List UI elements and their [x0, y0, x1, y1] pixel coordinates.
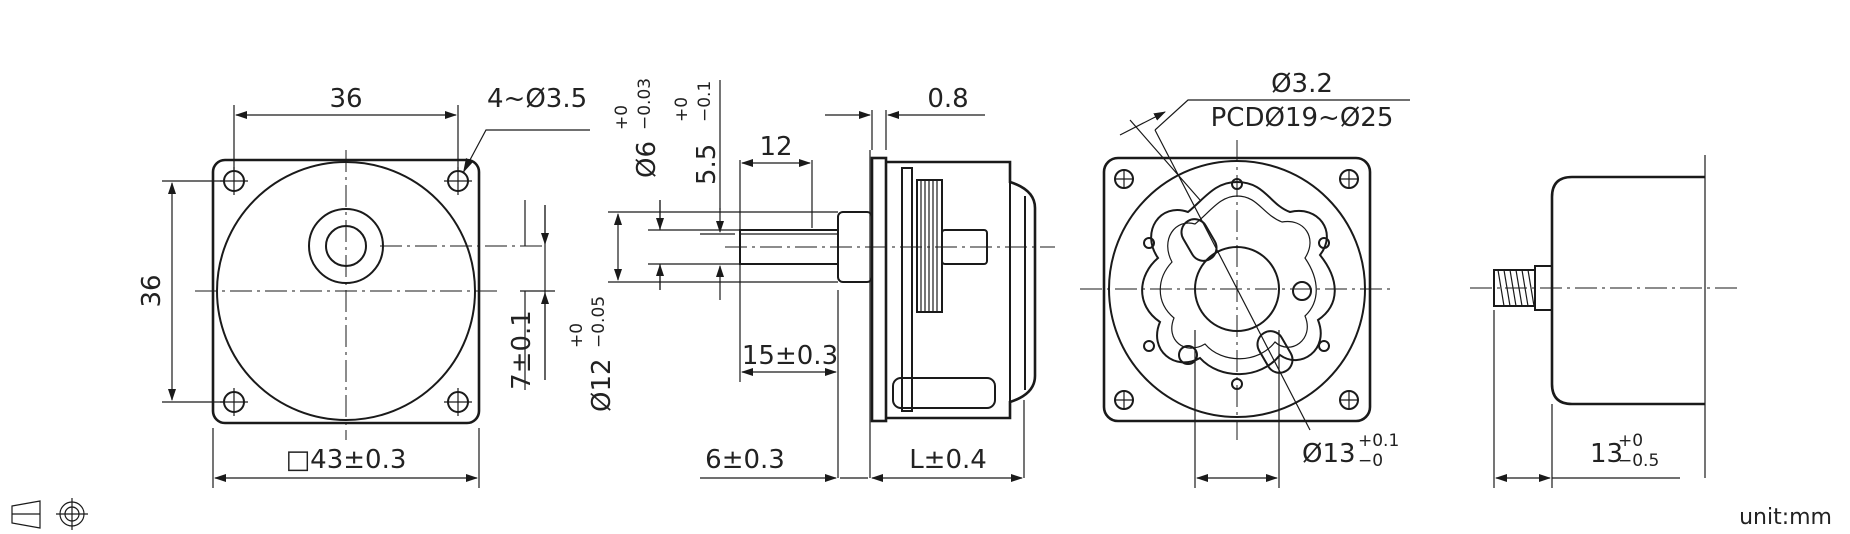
dim-offset-7: 7±0.1 — [507, 310, 537, 390]
gear-housing — [886, 160, 1037, 420]
rear-lobe-outline — [1141, 180, 1336, 376]
rear-view: Ø3.2 PCDØ19~Ø25 Ø13 +0.1 −0 — [1080, 69, 1410, 488]
side-view: Ø12 +0 −0.05 Ø6 +0 −0.03 5.5 +0 −0.1 12 … — [567, 78, 1055, 482]
dim-flat: 5.5 — [692, 144, 722, 185]
dim-body-length: L±0.4 — [909, 445, 987, 475]
dim-rear-pcd: PCDØ19~Ø25 — [1211, 103, 1394, 133]
dim-center-tol-lower: −0 — [1358, 451, 1383, 471]
dim-shaft-length: 12 — [759, 132, 792, 162]
dim-center-tol-upper: +0.1 — [1358, 431, 1399, 451]
dim-motor-length: 13 — [1590, 439, 1623, 469]
side-flange-plate — [870, 156, 888, 423]
side-bottom-pin — [892, 377, 996, 409]
dim-boss-dia-label: Ø12 — [587, 358, 617, 412]
dim-rear-hole-dia: Ø3.2 — [1271, 69, 1333, 99]
motor-view: 13 +0 −0.5 — [1470, 155, 1740, 488]
dim-boss-length: 6±0.3 — [705, 445, 785, 475]
dim-boss-tol-lower: −0.05 — [589, 296, 609, 348]
rear-lobe-inner — [1159, 195, 1317, 360]
dim-motor-tol-upper: +0 — [1618, 431, 1643, 451]
dim-shaft-proj: 15±0.3 — [742, 341, 838, 371]
front-view: 36 4~Ø3.5 36 □43±0.3 7±0.1 — [137, 84, 590, 488]
dim-flat-tol-upper: +0 — [672, 97, 692, 122]
dim-flat-tol-lower: −0.1 — [695, 81, 715, 122]
dim-hole-note: 4~Ø3.5 — [487, 84, 587, 114]
dim-shaft-tol-upper: +0 — [612, 105, 632, 130]
unit-label: unit:mm — [1739, 505, 1832, 530]
dim-boss-tol-upper: +0 — [567, 323, 587, 348]
dim-shaft-tol-lower: −0.03 — [635, 78, 655, 130]
dim-plate-thickness: 0.8 — [927, 84, 968, 114]
motor-body — [1550, 175, 1705, 406]
projection-symbol — [11, 498, 88, 530]
rear-slot-1 — [1180, 218, 1218, 262]
dim-height-36: 36 — [137, 274, 167, 307]
dim-shaft-dia: Ø6 — [632, 141, 662, 178]
dim-width-36: 36 — [329, 84, 362, 114]
dim-center-dia: Ø13 — [1302, 439, 1356, 469]
rear-corner-holes — [1114, 169, 1359, 410]
rear-slot-2 — [1256, 330, 1294, 374]
dim-square-43: □43±0.3 — [286, 445, 407, 475]
dim-motor-tol-lower: −0.5 — [1618, 451, 1659, 471]
